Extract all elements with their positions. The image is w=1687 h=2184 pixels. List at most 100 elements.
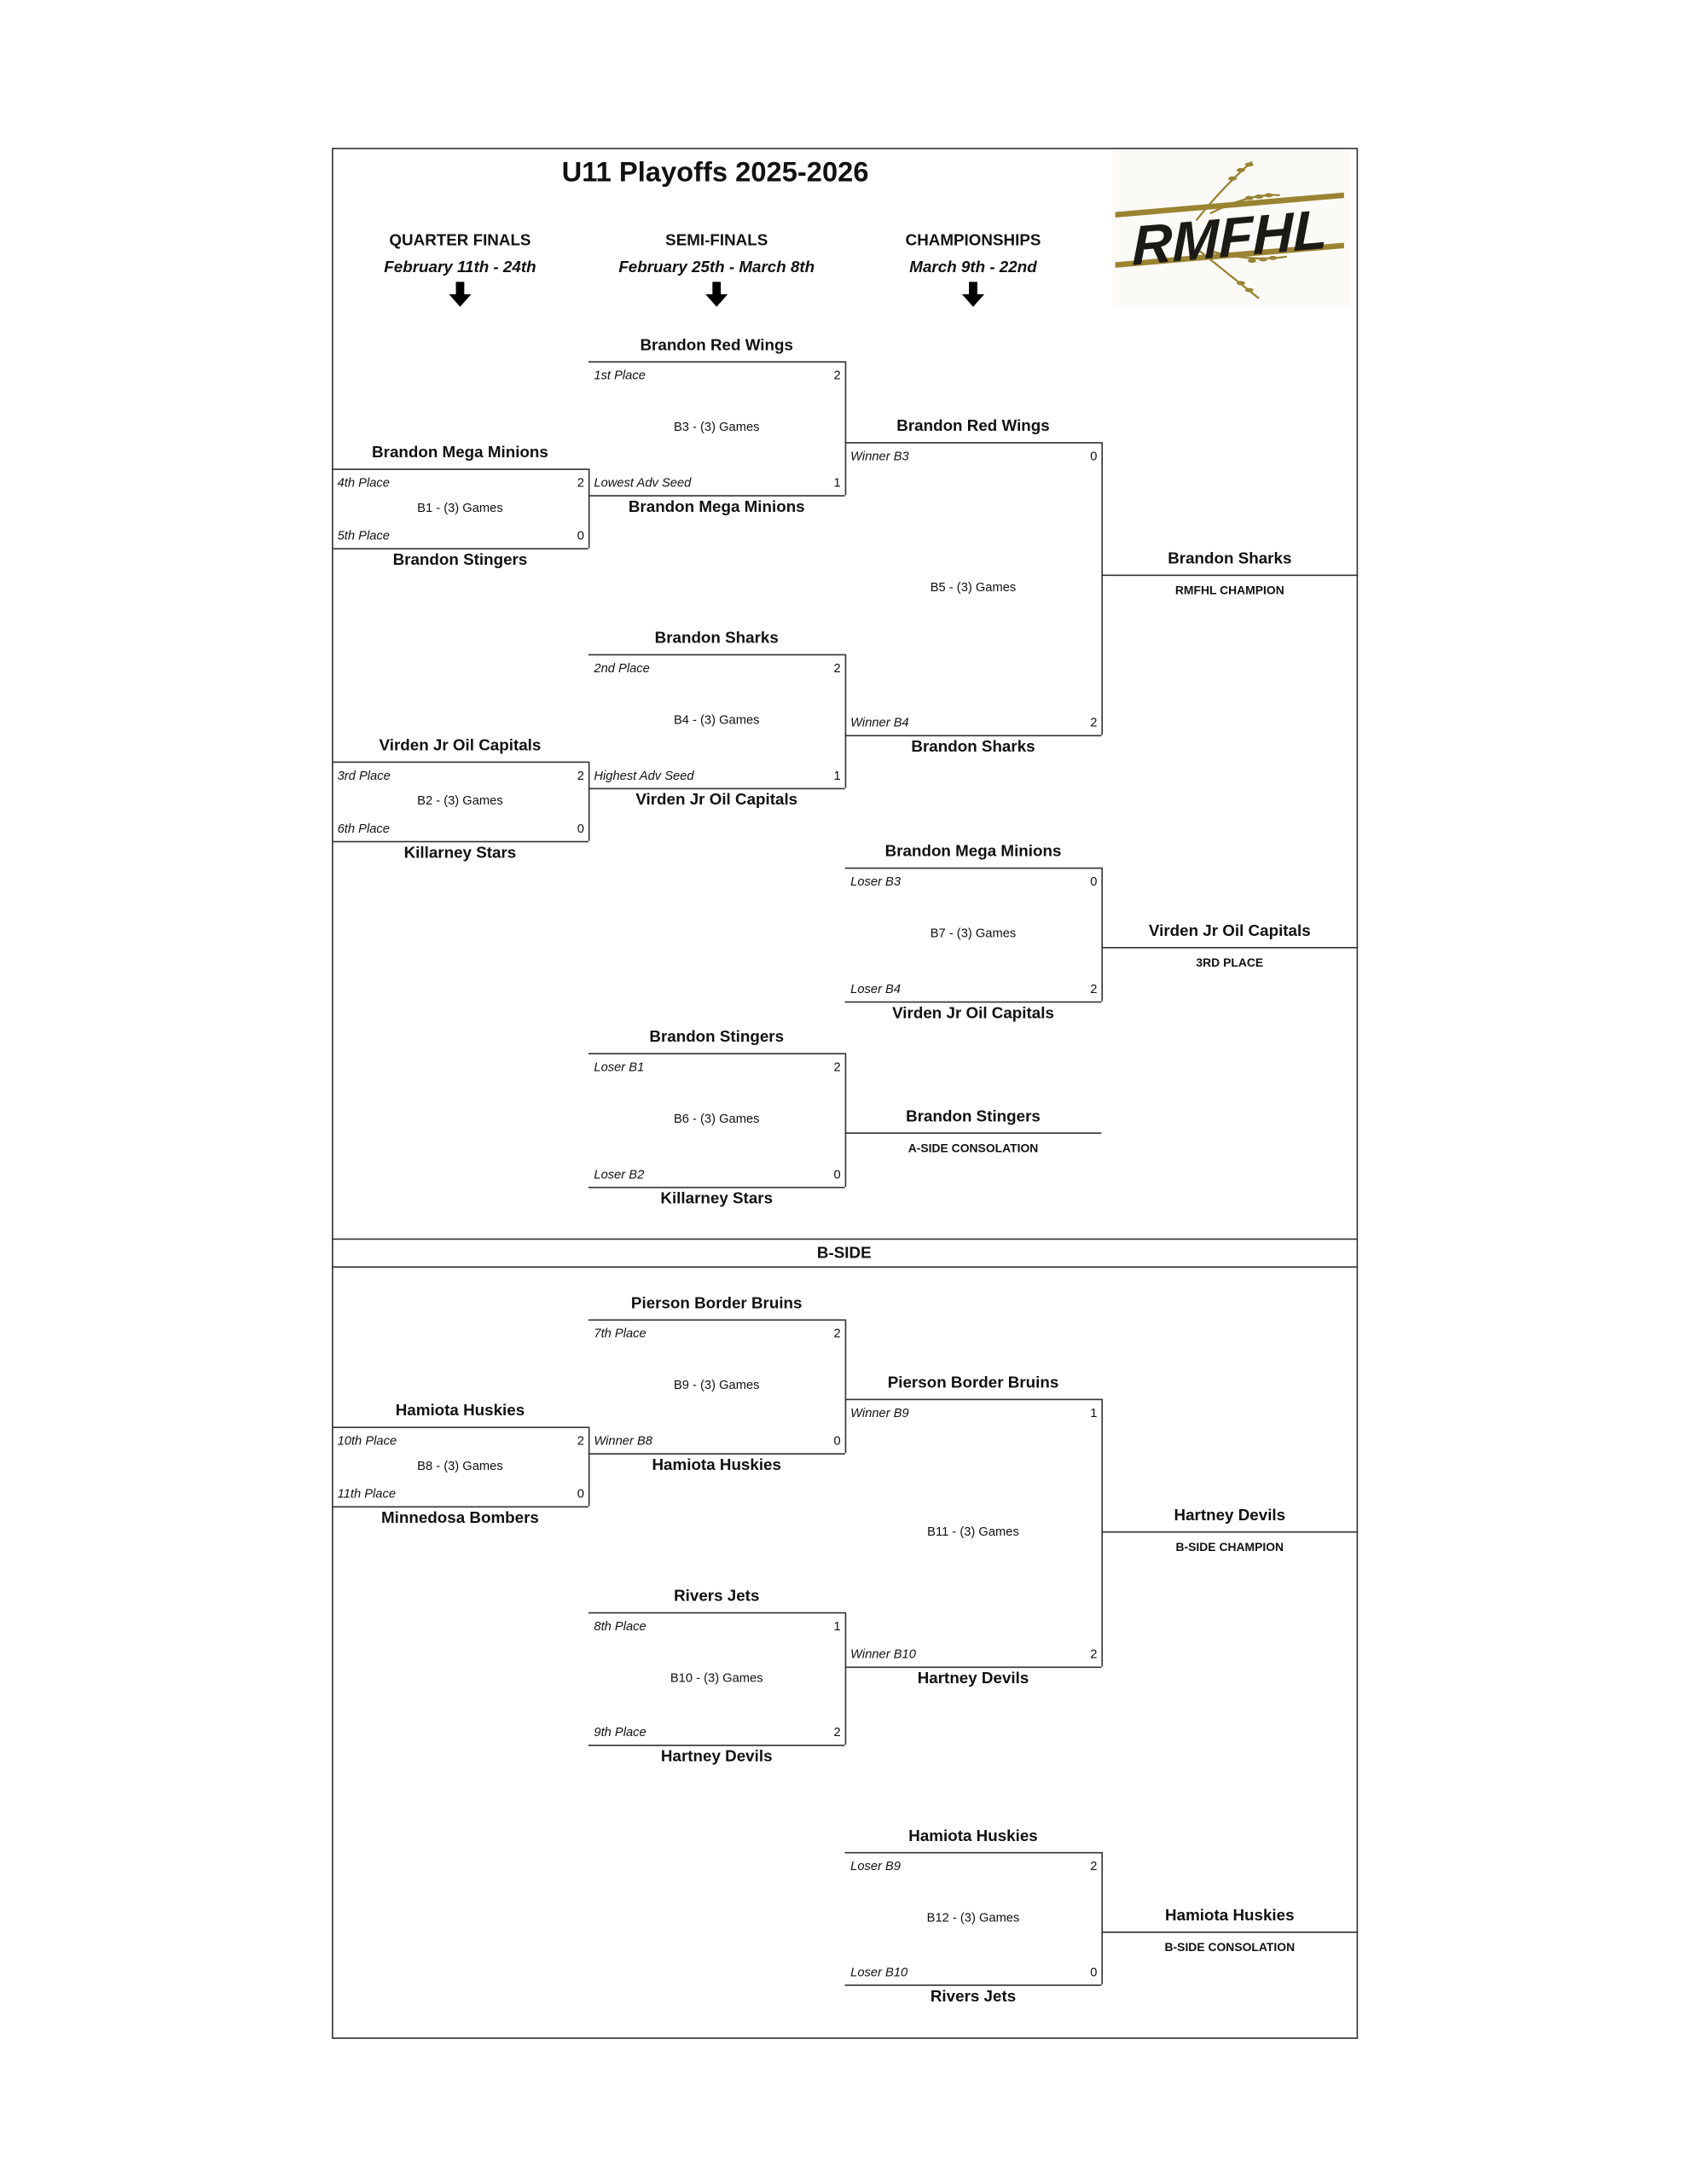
game-label: B6 - (3) Games: [673, 1111, 760, 1126]
bottom-seed-label: Lowest Adv Seed: [594, 475, 692, 490]
result-team-name: Hamiota Huskies: [1165, 1908, 1295, 1925]
wheat-logo-icon: RMFHL: [1115, 160, 1344, 299]
top-score: 2: [833, 1326, 841, 1340]
top-team-name: Hamiota Huskies: [395, 1403, 525, 1420]
result-title: 3RD PLACE: [1196, 955, 1264, 970]
bottom-seed-label: Winner B4: [850, 715, 909, 729]
bottom-team-name: Virden Jr Oil Capitals: [635, 792, 798, 810]
top-seed-label: 3rd Place: [337, 768, 391, 783]
bottom-score: 0: [833, 1167, 841, 1182]
bottom-team-name: Brandon Stingers: [392, 552, 528, 569]
bottom-seed-label: 5th Place: [337, 528, 390, 543]
top-seed-label: 1st Place: [594, 368, 646, 382]
top-team-name: Brandon Stingers: [649, 1029, 785, 1047]
bottom-team-name: Rivers Jets: [930, 1989, 1017, 2006]
game-label: B2 - (3) Games: [417, 793, 503, 807]
bracket-line: [332, 548, 588, 550]
bracket-line: [588, 1426, 590, 1507]
bracket-line: [1101, 1851, 1104, 1985]
page-title: U11 Playoffs 2025-2026: [561, 157, 869, 189]
top-seed-label: 8th Place: [594, 1618, 646, 1634]
column-heading: SEMI-FINALS: [665, 232, 768, 250]
top-score: 2: [1090, 1859, 1098, 1873]
bottom-team-name: Hamiota Huskies: [652, 1457, 781, 1474]
result-line: [1101, 1531, 1359, 1533]
bracket-line: [588, 1745, 845, 1746]
result-title: RMFHL CHAMPION: [1174, 583, 1284, 597]
bottom-score: 2: [1090, 715, 1098, 729]
top-team-name: Brandon Red Wings: [896, 418, 1050, 436]
arrow-down-icon: [705, 282, 728, 307]
top-seed-label: Winner B9: [850, 1405, 909, 1420]
top-score: 1: [1090, 1405, 1098, 1420]
bracket-line: [844, 1666, 1102, 1669]
top-score: 2: [833, 660, 841, 676]
top-team-name: Pierson Border Bruins: [887, 1374, 1059, 1392]
bottom-score: 0: [577, 528, 584, 543]
bracket-line: [332, 1506, 588, 1508]
result-line: [844, 1132, 1102, 1135]
bracket-line: [332, 468, 588, 470]
bracket-line: [844, 1319, 847, 1454]
bottom-score: 2: [1090, 981, 1098, 996]
column-heading: QUARTER FINALS: [389, 232, 531, 250]
top-team-name: Hamiota Huskies: [908, 1828, 1038, 1845]
bottom-team-name: Virden Jr Oil Capitals: [892, 1005, 1054, 1023]
top-score: 2: [833, 368, 841, 382]
bracket-line: [588, 1453, 845, 1455]
top-score: 2: [577, 768, 584, 783]
bottom-seed-label: Winner B8: [594, 1433, 652, 1448]
bracket-line: [588, 1319, 845, 1321]
rmfhl-logo: RMFHL: [1112, 150, 1350, 307]
bracket-line: [844, 1612, 847, 1745]
result-team-name: Virden Jr Oil Capitals: [1148, 923, 1311, 940]
result-title: B-SIDE CHAMPION: [1175, 1539, 1284, 1554]
top-team-name: Brandon Mega Minions: [372, 444, 548, 462]
bottom-team-name: Brandon Sharks: [911, 739, 1035, 757]
top-seed-label: 2nd Place: [594, 660, 650, 676]
bottom-seed-label: 6th Place: [337, 821, 390, 836]
top-seed-label: Winner B3: [850, 449, 909, 463]
column-heading: CHAMPIONSHIPS: [905, 232, 1041, 250]
bracket-line: [844, 867, 1102, 869]
game-label: B4 - (3) Games: [673, 712, 760, 727]
bracket-line: [588, 1612, 845, 1614]
bottom-score: 0: [577, 821, 584, 836]
bracket-line: [844, 1398, 1102, 1401]
result-line: [1101, 946, 1359, 949]
bottom-seed-label: Highest Adv Seed: [594, 768, 694, 783]
bracket-line: [844, 735, 1102, 737]
top-team-name: Virden Jr Oil Capitals: [379, 737, 542, 755]
bottom-seed-label: 11th Place: [337, 1486, 397, 1501]
bottom-score: 1: [833, 475, 841, 490]
bottom-seed-label: 9th Place: [594, 1725, 646, 1740]
bracket-line: [588, 1053, 845, 1054]
b-side-divider: B-SIDE: [332, 1238, 1357, 1268]
top-team-name: Brandon Mega Minions: [884, 843, 1062, 861]
arrow-down-icon: [961, 282, 985, 307]
result-team-name: Hartney Devils: [1174, 1507, 1286, 1525]
column-dates: February 25th - March 8th: [618, 259, 815, 276]
result-title: B-SIDE CONSOLATION: [1164, 1939, 1296, 1955]
bottom-score: 0: [1090, 1965, 1098, 1979]
bracket-line: [844, 1001, 1102, 1003]
game-label: B12 - (3) Games: [926, 1909, 1020, 1925]
top-score: 2: [577, 475, 584, 490]
top-score: 0: [1090, 449, 1098, 463]
bottom-team-name: Brandon Mega Minions: [628, 499, 805, 516]
bracket-line: [588, 468, 590, 549]
bottom-team-name: Killarney Stars: [403, 845, 517, 863]
game-label: B5 - (3) Games: [930, 580, 1017, 595]
game-label: B7 - (3) Games: [930, 926, 1017, 940]
top-team-name: Brandon Red Wings: [640, 337, 793, 355]
bottom-score: 2: [1090, 1647, 1098, 1661]
result-line: [1101, 574, 1359, 577]
bracket-line: [1101, 442, 1104, 735]
game-label: B3 - (3) Games: [673, 420, 760, 434]
bracket-line: [588, 653, 845, 656]
bottom-seed-label: Winner B10: [850, 1647, 916, 1661]
column-dates: March 9th - 22nd: [909, 259, 1037, 276]
bracket-line: [844, 361, 847, 496]
bracket-line: [844, 1053, 847, 1188]
bottom-team-name: Minnedosa Bombers: [380, 1510, 539, 1527]
